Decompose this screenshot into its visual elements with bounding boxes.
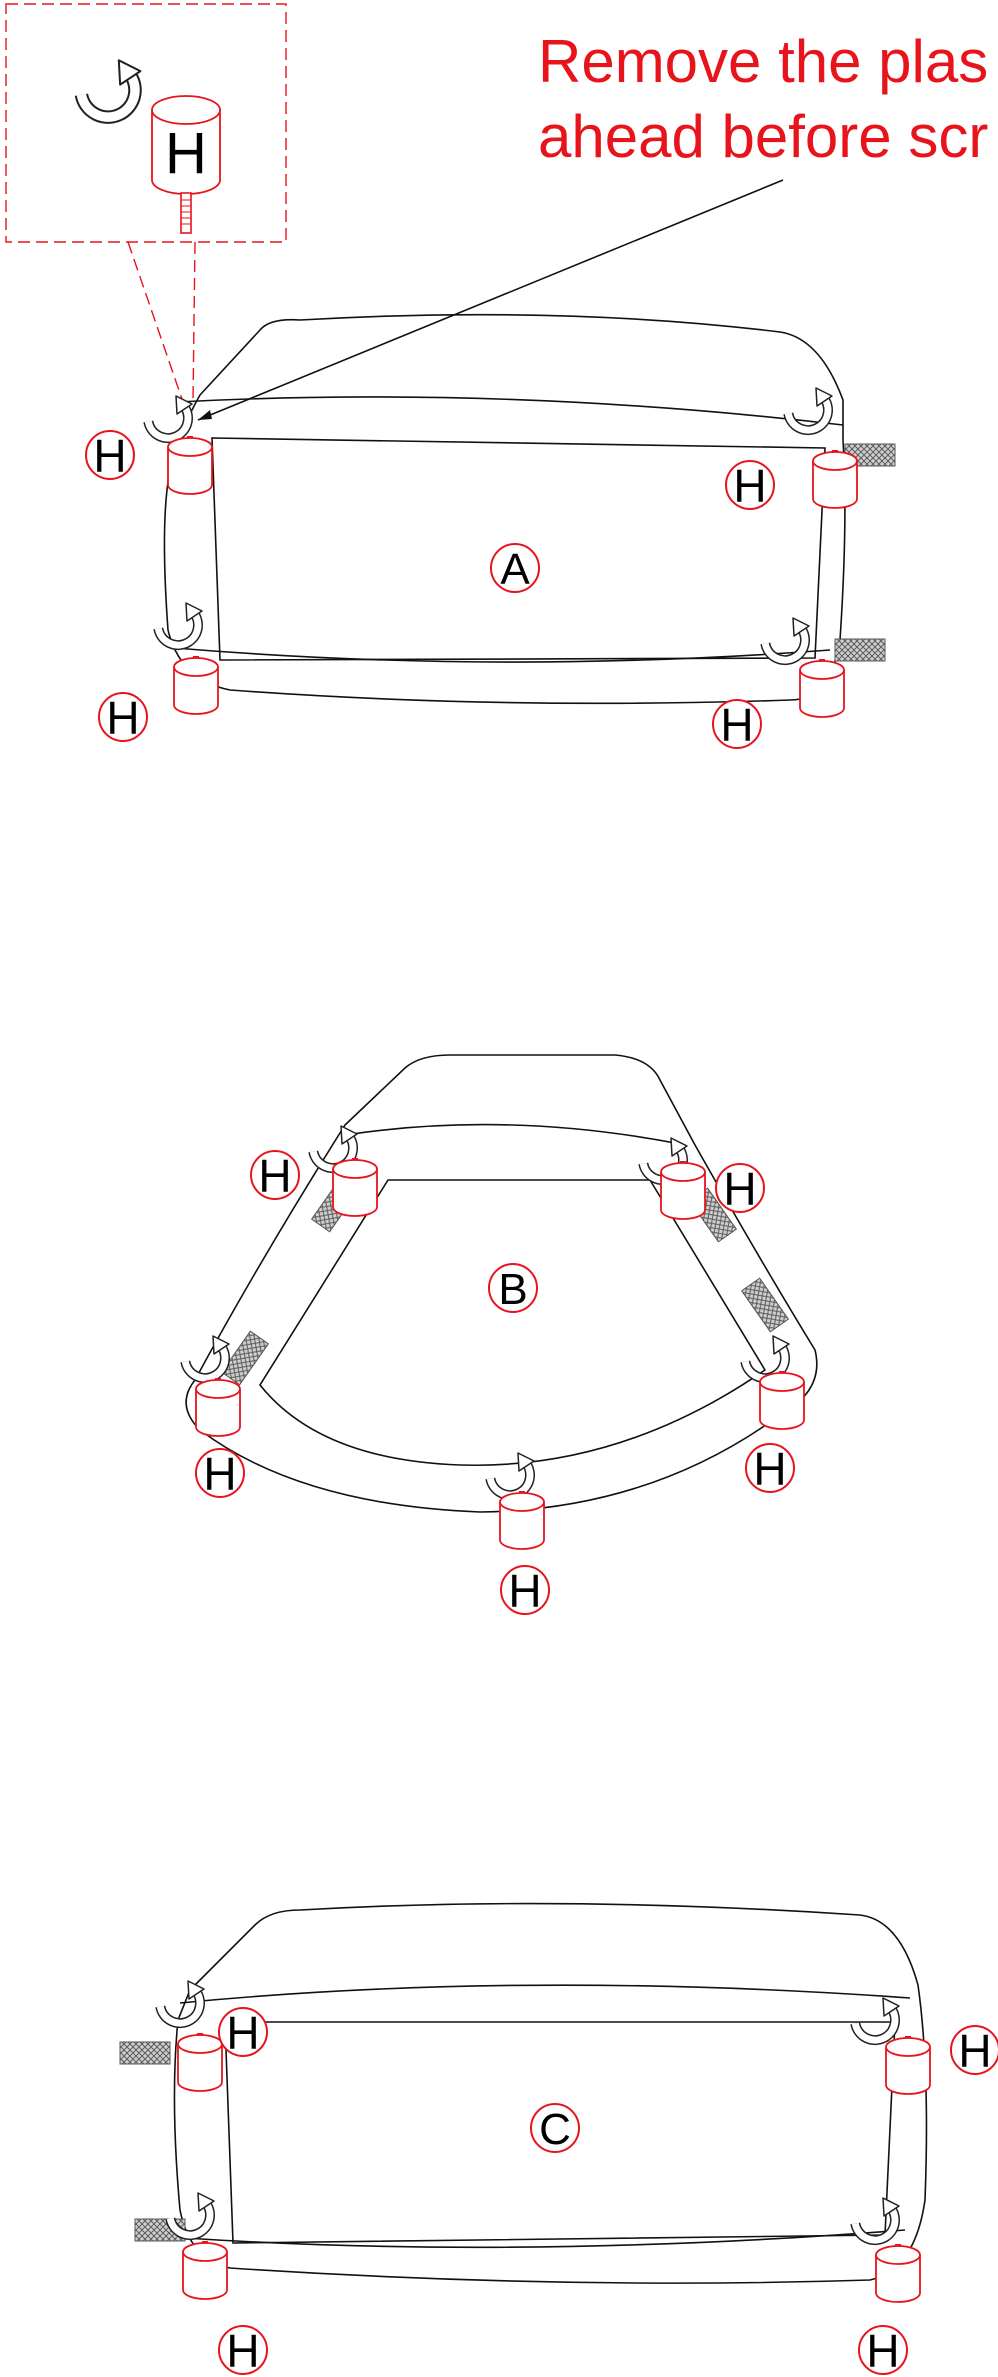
- part-a-top-edge: [177, 396, 844, 426]
- anti-slip-pad-icon: [834, 638, 886, 662]
- hardware-label-h: H: [218, 2007, 268, 2059]
- foot-cylinder-icon: [182, 2240, 228, 2300]
- anti-slip-pad-icon: [119, 2041, 171, 2065]
- svg-text:H: H: [508, 1565, 541, 1617]
- svg-text:H: H: [866, 2325, 899, 2377]
- part-c-label: C: [530, 2103, 580, 2154]
- rotate-arrow-icon: [855, 2198, 899, 2240]
- foot-cylinder-icon: [660, 1160, 706, 1220]
- hardware-label-h: H: [725, 460, 775, 512]
- part-c-top-edge: [179, 1984, 911, 2004]
- part-b: H H H H H B: [185, 1054, 818, 1617]
- hardware-label-h: H: [218, 2325, 268, 2377]
- svg-text:H: H: [753, 1443, 786, 1495]
- foot-cylinder-icon: [812, 449, 858, 509]
- inset-label: H: [165, 121, 207, 186]
- rotate-arrow-icon: [170, 2193, 214, 2235]
- hardware-label-h: H: [85, 430, 135, 482]
- svg-text:H: H: [733, 460, 766, 512]
- foot-cylinder-icon: [167, 435, 213, 495]
- svg-text:H: H: [723, 1163, 756, 1215]
- part-b-label: B: [488, 1263, 538, 1314]
- hardware-label-h: H: [195, 1448, 245, 1500]
- part-a-label: A: [490, 543, 540, 594]
- foot-cylinder-icon: [885, 2035, 931, 2095]
- svg-text:H: H: [226, 2325, 259, 2377]
- foot-cylinder-icon: [195, 1377, 241, 1437]
- svg-text:H: H: [958, 2025, 991, 2077]
- part-a-bottom-edge: [174, 647, 831, 663]
- foot-cylinder-icon: [799, 658, 845, 718]
- rotate-arrow-icon: [855, 1998, 899, 2040]
- part-c: H H H H C: [119, 1902, 998, 2377]
- svg-text:H: H: [226, 2007, 259, 2059]
- foot-cylinder-icon: [151, 95, 221, 234]
- foot-cylinder-icon: [173, 655, 219, 715]
- hardware-label-h: H: [715, 1163, 765, 1215]
- rotate-arrow-icon: [788, 388, 832, 430]
- svg-text:H: H: [258, 1150, 291, 1202]
- hardware-label-h: H: [500, 1565, 550, 1617]
- hardware-label-h: H: [745, 1443, 795, 1495]
- note-leader-line: [197, 179, 784, 421]
- rotate-arrow-icon: [158, 603, 202, 645]
- note-line-2: ahead before scr: [538, 103, 988, 170]
- foot-cylinder-icon: [875, 2243, 921, 2303]
- svg-text:H: H: [106, 692, 139, 744]
- hardware-label-h: H: [98, 692, 148, 744]
- part-a: H H H H A: [85, 313, 896, 751]
- foot-cylinder-icon: [759, 1370, 805, 1430]
- svg-text:H: H: [203, 1448, 236, 1500]
- foot-cylinder-icon: [499, 1490, 545, 1550]
- part-b-panel: [259, 1179, 767, 1467]
- foot-cylinder-icon: [177, 2032, 223, 2092]
- hardware-label-h: H: [250, 1150, 300, 1202]
- hardware-label-h: H: [712, 699, 762, 751]
- part-c-shell: [173, 1902, 928, 2284]
- anti-slip-pad-icon: [741, 1277, 789, 1333]
- svg-text:C: C: [539, 2105, 571, 2154]
- part-a-panel: [211, 437, 826, 661]
- svg-text:H: H: [720, 699, 753, 751]
- rotate-arrow-icon: [148, 396, 192, 438]
- hardware-label-h: H: [858, 2325, 908, 2377]
- detail-inset: H: [5, 3, 287, 403]
- note-line-1: Remove the plas: [538, 28, 988, 95]
- hardware-label-h: H: [950, 2025, 998, 2077]
- rotate-arrow-icon: [81, 60, 140, 117]
- rotate-arrow-icon: [490, 1453, 534, 1495]
- foot-cylinder-icon: [332, 1157, 378, 1217]
- leader-arrowhead: [198, 410, 212, 420]
- part-b-top-edge: [344, 1123, 686, 1146]
- svg-text:B: B: [498, 1265, 527, 1314]
- svg-text:H: H: [93, 430, 126, 482]
- svg-text:A: A: [500, 545, 530, 594]
